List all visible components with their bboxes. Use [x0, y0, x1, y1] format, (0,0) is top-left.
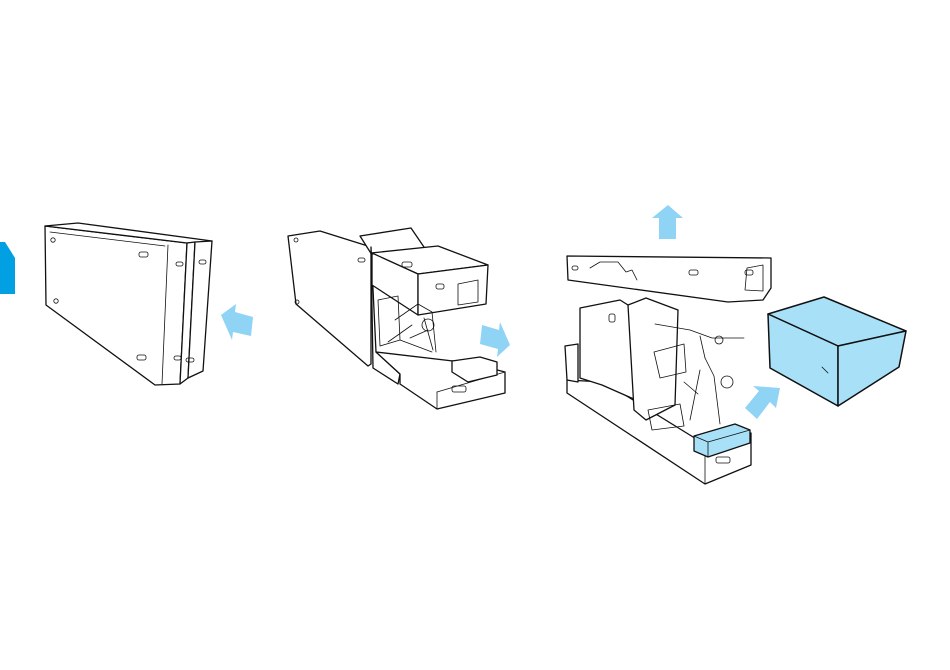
- lifted-lid: [567, 256, 771, 302]
- removed-parts-box: [768, 297, 906, 406]
- open-box-sleeve-face: [288, 231, 371, 366]
- step-2-open-box: [288, 228, 505, 409]
- arrow-left-icon: [221, 304, 253, 340]
- arrow-right-icon: [480, 322, 510, 357]
- arrow-up-icon: [652, 205, 683, 239]
- cardboard-insert-right: [628, 298, 678, 420]
- page-edge-tab: [0, 242, 15, 294]
- step-3-open-tray: [565, 256, 771, 484]
- bike-fork: [684, 358, 720, 424]
- step-1-closed-box: [45, 223, 212, 385]
- arrow-diagonal-up-right-icon: [745, 386, 780, 419]
